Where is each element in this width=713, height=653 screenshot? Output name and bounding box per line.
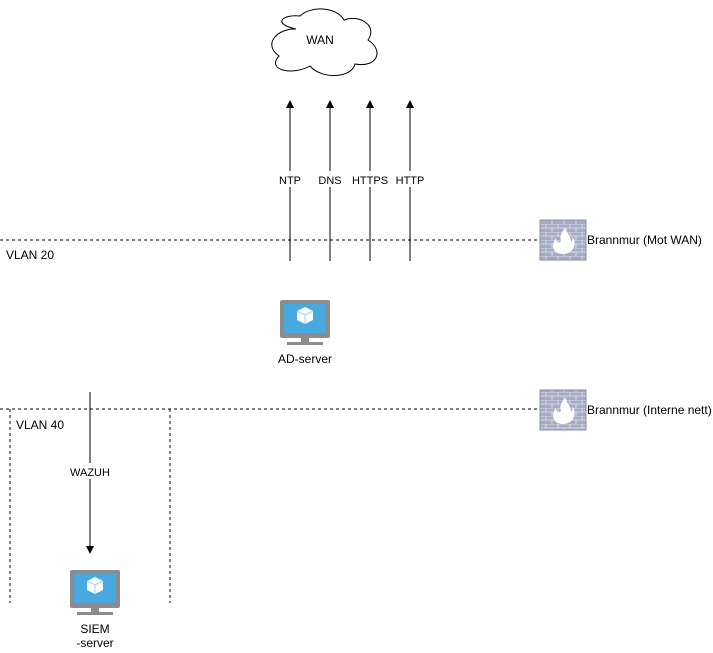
protocol-arrows: NTP DNS HTTPS HTTP	[276, 100, 427, 261]
cloud-label: WAN	[306, 33, 334, 47]
siem-server-label-line1: SIEM	[80, 622, 109, 636]
wan-cloud: WAN	[271, 8, 378, 76]
siem-server-label-line2: -server	[76, 636, 113, 650]
protocol-label-ntp: NTP	[279, 175, 301, 187]
vlan20-label: VLAN 20	[6, 248, 54, 262]
vlan40-zone: VLAN 40	[9, 409, 171, 603]
cloud-icon	[271, 8, 378, 76]
monitor-icon	[280, 300, 330, 345]
firewall-icon	[539, 219, 587, 261]
protocol-label-http: HTTP	[396, 175, 425, 187]
protocol-label-https: HTTPS	[352, 175, 388, 187]
firewall-internal-label: Brannmur (Interne nett)	[587, 403, 712, 417]
ad-server-label: AD-server	[278, 352, 332, 366]
firewall-icon	[539, 389, 587, 431]
wazuh-label: WAZUH	[70, 467, 110, 479]
firewall-internal: Brannmur (Interne nett)	[539, 389, 712, 431]
monitor-icon	[70, 570, 120, 615]
vlan40-label: VLAN 40	[16, 418, 64, 432]
protocol-label-dns: DNS	[318, 175, 341, 187]
siem-server: SIEM -server	[70, 570, 120, 650]
firewall-wan: Brannmur (Mot WAN)	[539, 219, 702, 261]
wazuh-flow: WAZUH	[66, 392, 114, 554]
firewall-wan-label: Brannmur (Mot WAN)	[587, 233, 702, 247]
ad-server: AD-server	[278, 300, 332, 366]
